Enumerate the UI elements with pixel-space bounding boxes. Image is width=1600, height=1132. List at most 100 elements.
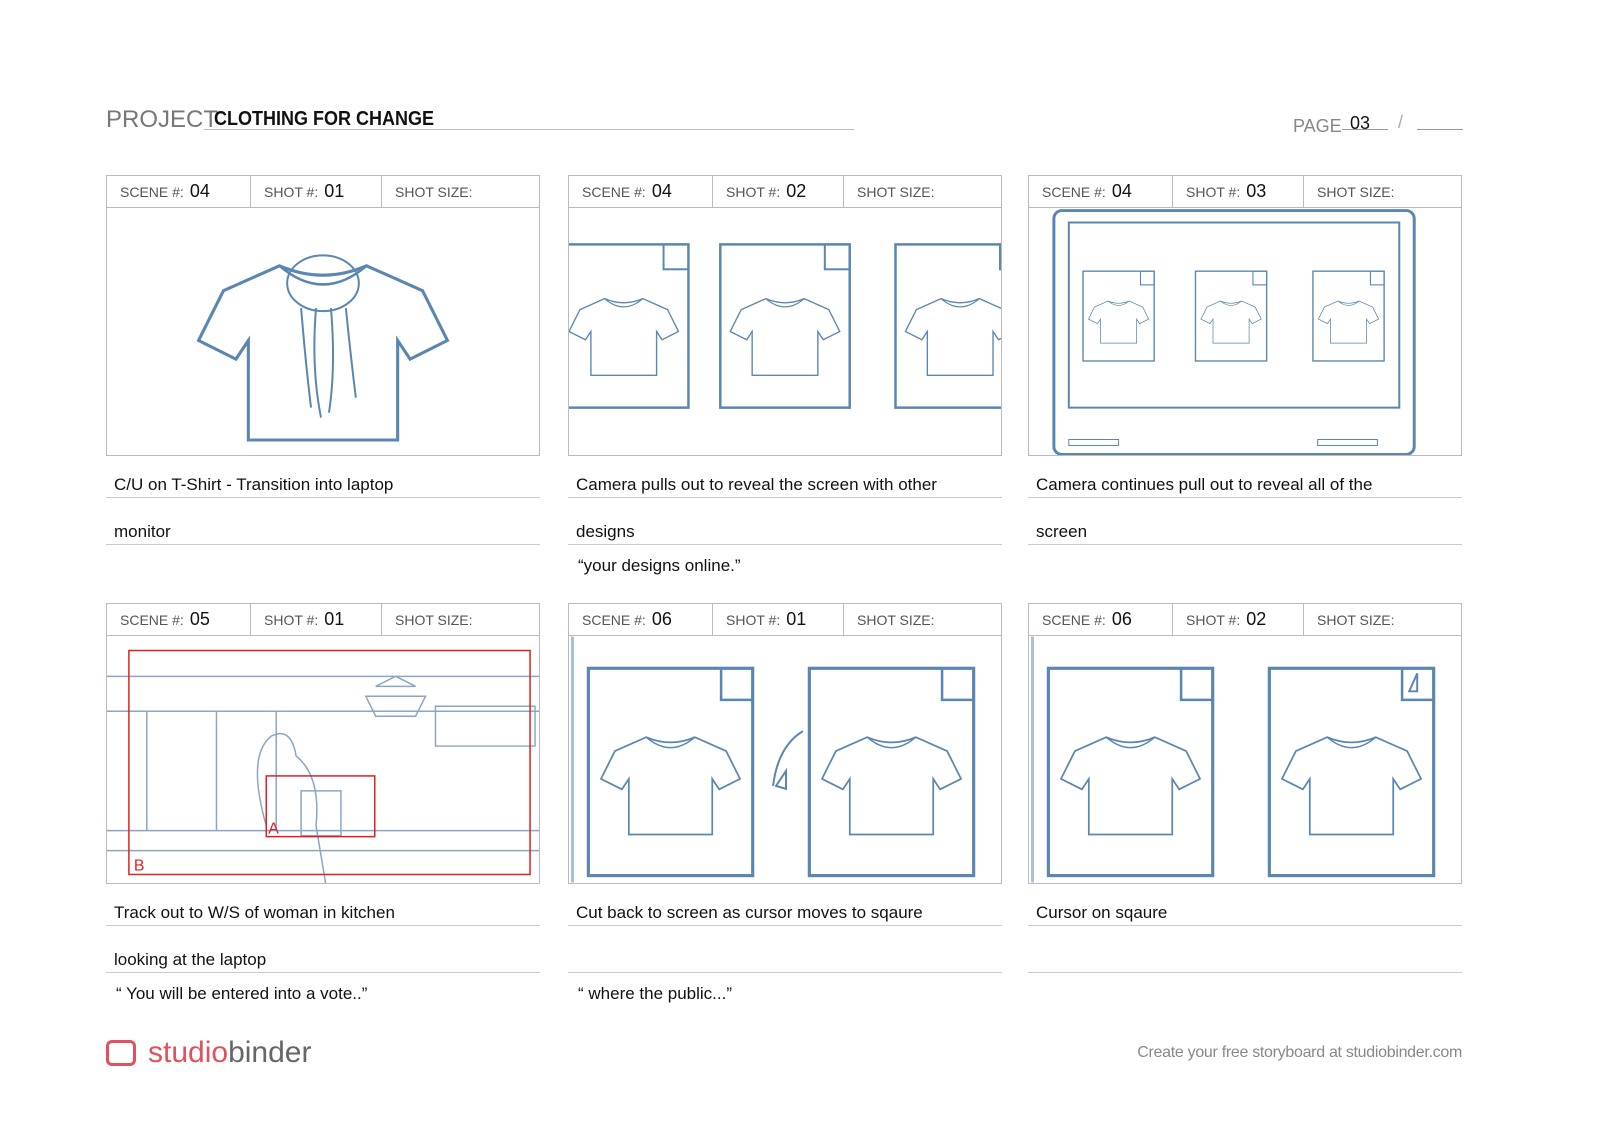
panel-header: SCENE #:06 SHOT #: 01 SHOT SIZE:	[569, 604, 1001, 636]
shot-size-field[interactable]: SHOT SIZE:	[844, 176, 1001, 207]
description-underline	[106, 972, 540, 973]
shot-size-label: SHOT SIZE:	[857, 183, 935, 200]
description-underline	[106, 497, 540, 498]
shot-size-field[interactable]: SHOT SIZE:	[1304, 176, 1461, 207]
description-underline	[106, 544, 540, 545]
shot-label: SHOT #:	[1186, 183, 1241, 200]
description-underline	[1028, 544, 1462, 545]
shot-size-field[interactable]: SHOT SIZE:	[844, 604, 1001, 635]
scene-label: SCENE #:	[582, 611, 646, 628]
shot-size-field[interactable]: SHOT SIZE:	[382, 176, 539, 207]
shot-size-label: SHOT SIZE:	[395, 183, 473, 200]
scene-label: SCENE #:	[582, 183, 646, 200]
page-number[interactable]: 03	[1350, 113, 1371, 133]
project-label: PROJECT	[106, 106, 219, 133]
shot-number: 01	[324, 181, 345, 201]
shot-field[interactable]: SHOT #: 01	[713, 604, 844, 635]
panel-header: SCENE #: 05 SHOT #: 01 SHOT SIZE:	[107, 604, 539, 636]
project-underline	[204, 129, 854, 130]
scene-field[interactable]: SCENE #: 05	[107, 604, 251, 635]
scene-number: 05	[189, 609, 210, 629]
description-line-2[interactable]: looking at the laptop	[114, 950, 267, 969]
scene-label: SCENE #:	[120, 183, 184, 200]
scene-label: SCENE #:	[1042, 183, 1106, 200]
page-underline	[1342, 129, 1388, 130]
description-underline	[1028, 972, 1462, 973]
chat-bubble-icon	[106, 1040, 136, 1066]
storyboard-panel[interactable]: SCENE #:06 SHOT #: 01 SHOT SIZE:	[568, 603, 1002, 884]
description-line-1[interactable]: C/U on T-Shirt - Transition into laptop	[114, 475, 394, 494]
logo-text-binder: binder	[228, 1036, 312, 1069]
frame-mark-a: A	[268, 821, 279, 838]
panel-header: SCENE #: 06 SHOT #: 02 SHOT SIZE:	[1029, 604, 1461, 636]
panel-sketch[interactable]	[107, 208, 539, 455]
panel-header: SCENE #: 04 SHOT #: 01 SHOT SIZE:	[107, 176, 539, 208]
storyboard-panel[interactable]: SCENE #:04 SHOT #: 03 SHOT SIZE:	[1028, 175, 1462, 456]
panel-header: SCENE #: 04 SHOT #: 02 SHOT SIZE:	[569, 176, 1001, 208]
panel-sketch[interactable]	[569, 208, 1001, 455]
description-line-2[interactable]: designs	[576, 522, 635, 541]
description-underline	[106, 925, 540, 926]
scene-field[interactable]: SCENE #:06	[569, 604, 713, 635]
description-underline	[1028, 497, 1462, 498]
description-line-1[interactable]: Camera continues pull out to reveal all …	[1036, 475, 1373, 494]
shot-field[interactable]: SHOT #: 01	[251, 604, 382, 635]
scene-number: 06	[1111, 609, 1132, 629]
shot-label: SHOT #:	[264, 183, 319, 200]
description-line-2[interactable]: monitor	[114, 522, 171, 541]
panel-sketch[interactable]	[1029, 208, 1461, 455]
shot-size-label: SHOT SIZE:	[1317, 183, 1395, 200]
scene-field[interactable]: SCENE #:04	[1029, 176, 1173, 207]
scene-number: 04	[189, 181, 210, 201]
scene-number: 04	[651, 181, 672, 201]
shot-field[interactable]: SHOT #: 01	[251, 176, 382, 207]
shot-number: 01	[324, 609, 345, 629]
footer-tagline[interactable]: Create your free storyboard at studiobin…	[1137, 1044, 1462, 1061]
project-title[interactable]: CLOTHING FOR CHANGE	[214, 108, 434, 130]
shot-size-label: SHOT SIZE:	[1317, 611, 1395, 628]
shot-number: 02	[786, 181, 807, 201]
shot-label: SHOT #:	[726, 611, 781, 628]
shot-label: SHOT #:	[264, 611, 319, 628]
shot-size-field[interactable]: SHOT SIZE:	[382, 604, 539, 635]
description-line-1[interactable]: Track out to W/S of woman in kitchen	[114, 903, 395, 922]
description-underline	[568, 925, 1002, 926]
description-underline	[568, 544, 1002, 545]
frame-mark-b: B	[134, 857, 145, 874]
description-line-1[interactable]: Cut back to screen as cursor moves to sq…	[576, 903, 923, 922]
scene-label: SCENE #:	[1042, 611, 1106, 628]
shot-field[interactable]: SHOT #: 03	[1173, 176, 1304, 207]
shot-label: SHOT #:	[726, 183, 781, 200]
description-line-2[interactable]: screen	[1036, 522, 1088, 541]
storyboard-panel[interactable]: SCENE #: 06 SHOT #: 02 SHOT SIZE:	[1028, 603, 1462, 884]
shot-label: SHOT #:	[1186, 611, 1241, 628]
page-total-underline	[1417, 129, 1463, 130]
description-underline	[568, 497, 1002, 498]
shot-field[interactable]: SHOT #: 02	[1173, 604, 1304, 635]
logo-text-studio: studio	[148, 1036, 229, 1069]
dialogue-quote[interactable]: “ where the public...”	[578, 984, 733, 1003]
shot-number: 02	[1246, 609, 1267, 629]
storyboard-panel[interactable]: SCENE #: 04 SHOT #: 01 SHOT SIZE:	[106, 175, 540, 456]
storyboard-panel[interactable]: SCENE #: 04 SHOT #: 02 SHOT SIZE:	[568, 175, 1002, 456]
shot-size-label: SHOT SIZE:	[395, 611, 473, 628]
description-line-1[interactable]: Cursor on sqaure	[1036, 903, 1168, 922]
description-line-1[interactable]: Camera pulls out to reveal the screen wi…	[576, 475, 937, 494]
scene-field[interactable]: SCENE #: 04	[569, 176, 713, 207]
panel-sketch[interactable]	[569, 636, 1001, 883]
shot-number: 03	[1246, 181, 1267, 201]
scene-field[interactable]: SCENE #: 04	[107, 176, 251, 207]
scene-field[interactable]: SCENE #: 06	[1029, 604, 1173, 635]
dialogue-quote[interactable]: “your designs online.”	[578, 556, 741, 575]
shot-field[interactable]: SHOT #: 02	[713, 176, 844, 207]
shot-number: 01	[786, 609, 807, 629]
panel-sketch[interactable]	[1029, 636, 1461, 883]
dialogue-quote[interactable]: “ You will be entered into a vote..”	[116, 984, 368, 1003]
scene-label: SCENE #:	[120, 611, 184, 628]
panel-header: SCENE #:04 SHOT #: 03 SHOT SIZE:	[1029, 176, 1461, 208]
shot-size-field[interactable]: SHOT SIZE:	[1304, 604, 1461, 635]
